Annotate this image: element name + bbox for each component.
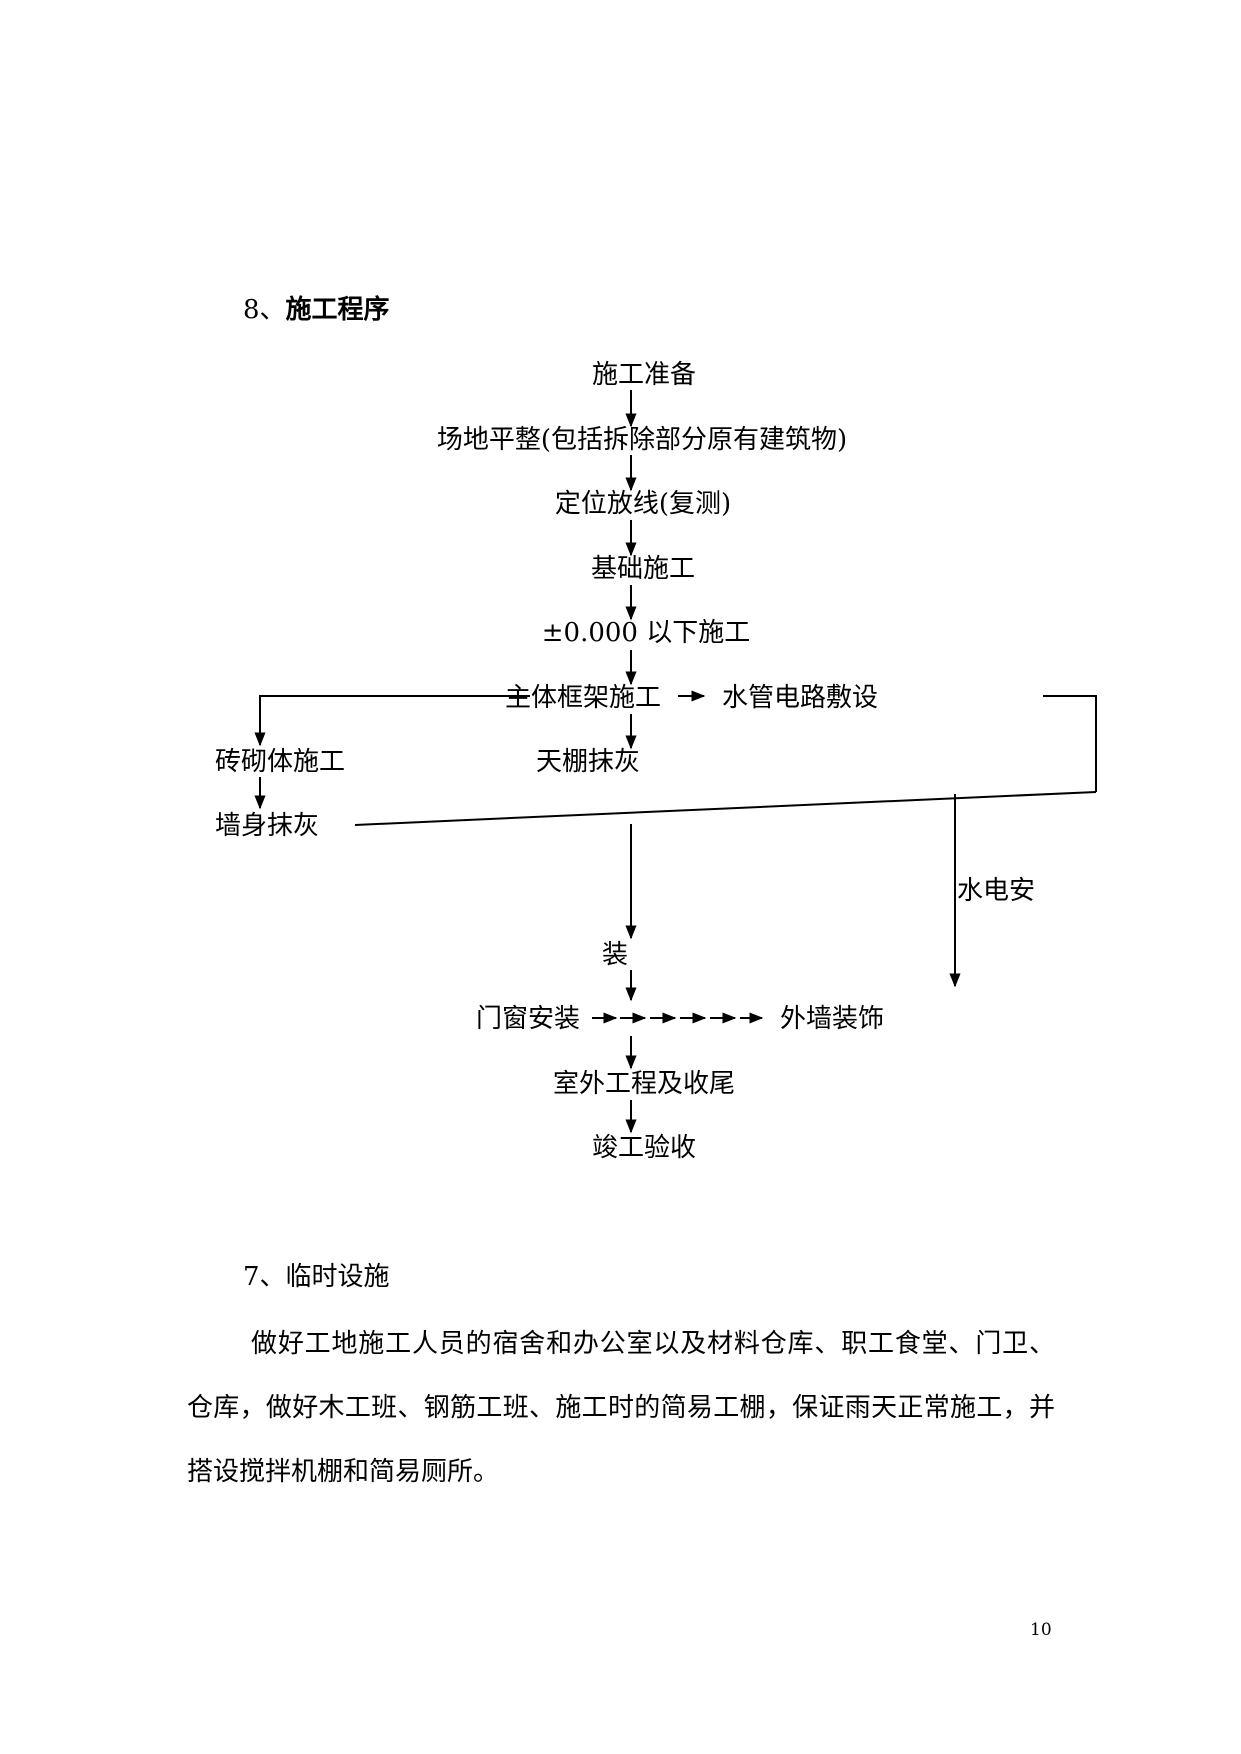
node-foundation: 基础施工 [590, 554, 696, 584]
node-wall-plaster: 墙身抹灰 [215, 811, 320, 841]
node-completion-acceptance: 竣工验收 [591, 1133, 697, 1163]
node-exterior-decoration: 外墙装饰 [780, 1004, 885, 1034]
node-layout-survey: 定位放线(复测) [554, 489, 732, 519]
node-pipes-circuits: 水管电路敷设 [722, 683, 879, 713]
node-water-elec-install: 水电安 [957, 876, 1036, 906]
node-prep: 施工准备 [591, 360, 697, 390]
node-outdoor-works: 室外工程及收尾 [552, 1069, 736, 1099]
section-8-title: 施工程序 [285, 295, 390, 325]
section-8-heading: 8、施工程序 [243, 295, 390, 325]
node-masonry: 砖砌体施工 [215, 747, 346, 777]
page-number: 10 [1030, 1620, 1052, 1640]
line-frame-to-masonry [254, 695, 530, 747]
line-pipes-loop [1043, 695, 1097, 792]
node-doors-windows: 门窗安装 [476, 1004, 581, 1034]
node-main-frame: 主体框架施工 [505, 683, 662, 713]
node-ceiling-plaster: 天棚抹灰 [536, 747, 641, 777]
section-8-number: 8、 [243, 295, 286, 325]
node-site-leveling: 场地平整(包括拆除部分原有建筑物) [436, 425, 848, 455]
section-7-body: 做好工地施工人员的宿舍和办公室以及材料仓库、职工食堂、门卫、仓库，做好木工班、钢… [187, 1329, 1055, 1487]
node-install-char: 装 [602, 940, 629, 970]
section-7-heading: 7、临时设施 [243, 1262, 390, 1292]
line-wall-plaster-to-right [354, 791, 1097, 826]
node-below-zero: ±0.000 以下施工 [541, 618, 751, 648]
